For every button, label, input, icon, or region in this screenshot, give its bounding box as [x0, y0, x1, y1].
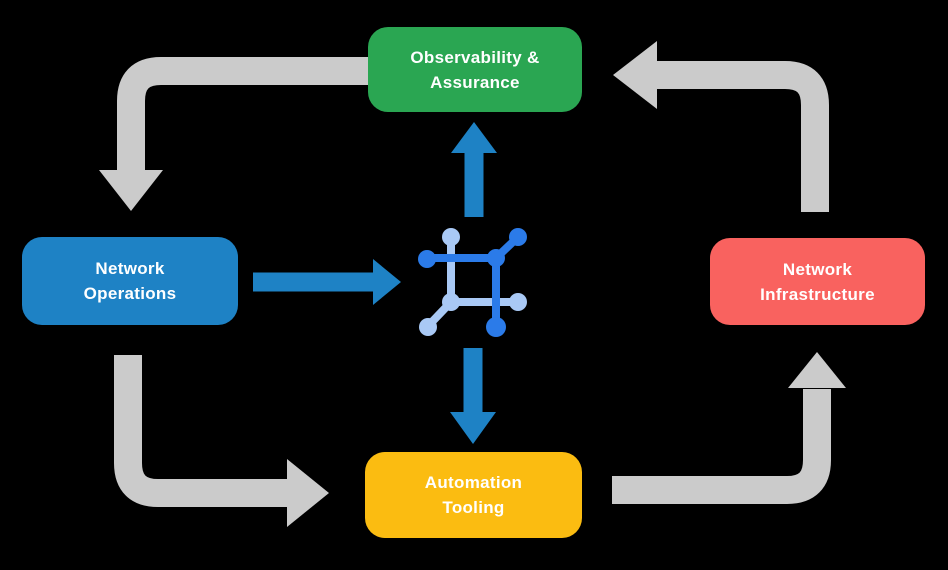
- arrow-automation-to-infrastructure: [612, 352, 846, 504]
- node-observability-assurance: Observability & Assurance: [368, 27, 582, 112]
- node-dot: [419, 318, 437, 336]
- arrowhead-right: [287, 459, 329, 527]
- arrowhead-left: [613, 41, 657, 109]
- node-label-line: Assurance: [430, 72, 520, 92]
- node-label-line: Automation: [424, 473, 523, 492]
- node-dot: [486, 317, 506, 337]
- arrowhead-down: [450, 412, 496, 444]
- node-label-line: Operations: [83, 284, 177, 303]
- network-automation-icon: [418, 228, 527, 337]
- blue-direct-arrows: [253, 122, 497, 444]
- node-label-line: Tooling: [442, 498, 505, 517]
- node-label-line: Network: [95, 259, 165, 278]
- arrow-operations-to-automation: [114, 355, 329, 527]
- icon-light-part: [419, 228, 527, 336]
- arrowhead-up: [451, 122, 497, 153]
- arrow-icon-to-automation: [450, 348, 496, 444]
- node-dot: [418, 250, 436, 268]
- node-dot: [509, 293, 527, 311]
- arrow-infrastructure-to-observability: [613, 41, 829, 212]
- node-dot: [509, 228, 527, 246]
- node-label-line: Infrastructure: [760, 284, 875, 304]
- arrowhead-right: [373, 259, 401, 305]
- node-dot: [442, 228, 460, 246]
- node-label-line: Observability &: [410, 47, 540, 67]
- node-automation-tooling: Automation Tooling: [365, 452, 582, 538]
- node-network-infrastructure: Network Infrastructure: [710, 238, 925, 325]
- node-label-line: Network: [782, 259, 853, 279]
- node-dot: [442, 293, 460, 311]
- node-network-operations: Network Operations: [22, 237, 238, 325]
- arrow-observability-to-operations: [99, 57, 368, 211]
- arrow-icon-to-observability: [451, 122, 497, 217]
- gray-cycle-arrows: [99, 41, 846, 527]
- node-dot: [487, 249, 505, 267]
- arrowhead-down: [99, 170, 163, 211]
- arrow-operations-to-icon: [253, 259, 401, 305]
- arrowhead-up: [788, 352, 846, 388]
- icon-dark-part: [418, 228, 527, 337]
